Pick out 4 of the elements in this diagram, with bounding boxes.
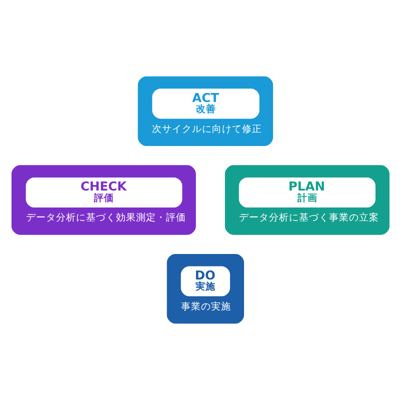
node-box: PLAN 計画 データ分析に基づく事業の立案 [224,165,389,235]
node-box: ACT 改善 次サイクルに向けて修正 [137,76,273,146]
node-box: DO 実施 事業の実施 [166,254,244,324]
node-box: CHECK 評価 データ分析に基づく効果測定・評価 [11,165,196,235]
